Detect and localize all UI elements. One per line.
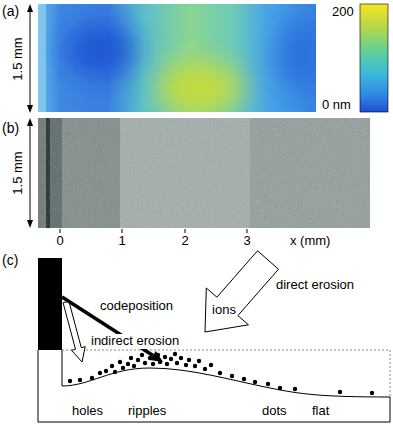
deposit-dot <box>110 364 114 368</box>
deposit-dot <box>338 390 342 394</box>
axis-tick-label: 0 <box>56 234 63 249</box>
original-surface <box>62 350 390 397</box>
deposit-dot <box>104 369 108 373</box>
region-label: holes <box>72 404 103 419</box>
deposit-dot <box>158 360 162 364</box>
deposit-dot <box>132 364 136 368</box>
deposit-dot <box>253 380 257 384</box>
deposit-dot <box>163 355 167 359</box>
image-noise <box>38 118 370 228</box>
panel-letter: (c) <box>2 252 18 268</box>
deposit-dot <box>173 352 177 356</box>
tick <box>122 229 123 233</box>
deposit-dot <box>169 357 173 361</box>
deposit-dot <box>148 356 152 360</box>
colorbar-max: 200 <box>332 5 354 20</box>
deposit-dot <box>203 367 207 371</box>
substrate-outline <box>38 350 390 422</box>
deposit-dot <box>179 356 183 360</box>
target-block <box>38 258 62 350</box>
height-map <box>38 4 316 112</box>
tick <box>60 229 61 233</box>
deposit-dot <box>193 364 197 368</box>
region-label: dots <box>262 404 287 419</box>
region-label: flat <box>312 404 329 419</box>
deposit-dot <box>165 362 169 366</box>
deposit-dot <box>126 362 130 366</box>
scale-label: 1.5 mm <box>11 37 26 80</box>
deposit-dot <box>113 370 117 374</box>
deposit-dot <box>151 362 155 366</box>
process-label: direct erosion <box>276 278 354 293</box>
surface-profile <box>62 350 390 397</box>
axis-title: x (mm) <box>290 234 330 249</box>
deposit-dot <box>197 359 201 363</box>
scale-label: 1.5 mm <box>11 151 26 194</box>
tick <box>185 229 186 233</box>
deposit-dot <box>143 361 147 365</box>
deposit-dots <box>68 352 374 395</box>
arrow-head <box>27 4 33 12</box>
deposit-dot <box>242 377 246 381</box>
deposit-dot <box>218 371 222 375</box>
process-label: indirect erosion <box>90 334 180 349</box>
deposit-dot <box>230 374 234 378</box>
ion-arrow <box>205 251 279 332</box>
deposit-dot <box>129 356 133 360</box>
deposit-dot <box>68 379 72 383</box>
colorbar-min: 0 nm <box>322 98 351 113</box>
axis-tick-label: 3 <box>243 234 250 249</box>
axis-tick-label: 2 <box>181 234 188 249</box>
region-label: ripples <box>128 404 166 419</box>
deposit-dot <box>118 360 122 364</box>
deposit-dot <box>121 366 125 370</box>
deposit-dot <box>370 391 374 395</box>
axis-tick-label: 1 <box>118 234 125 249</box>
arrow-head <box>27 220 33 228</box>
deposit-dot <box>140 353 144 357</box>
arrow-head <box>27 105 33 113</box>
edge-strip <box>38 4 46 112</box>
deposit-dot <box>136 358 140 362</box>
low-region <box>65 22 135 78</box>
optical-image <box>38 118 370 228</box>
panel-letter: (b) <box>2 120 19 136</box>
deposit-dot <box>175 361 179 365</box>
deposit-dot <box>293 387 297 391</box>
color-bar <box>360 4 388 112</box>
low-region <box>278 19 316 91</box>
deposit-dot <box>98 371 102 375</box>
process-label: codeposition <box>100 299 173 314</box>
deposit-dot <box>187 358 191 362</box>
tick <box>247 229 248 233</box>
deposit-dot <box>156 353 160 357</box>
axis-ticks <box>60 229 247 233</box>
scale-line <box>30 125 31 221</box>
high-region <box>158 62 242 112</box>
arrow-label: ions <box>212 303 236 318</box>
deposit-dot <box>209 363 213 367</box>
deposit-dot <box>266 382 270 386</box>
deposit-dot <box>78 378 82 382</box>
scale-line <box>30 11 31 106</box>
deposit-dot <box>278 386 282 390</box>
deposit-dot <box>184 363 188 367</box>
deposit-dot <box>90 376 94 380</box>
arrow-head <box>27 118 33 126</box>
panel-letter: (a) <box>2 3 19 19</box>
